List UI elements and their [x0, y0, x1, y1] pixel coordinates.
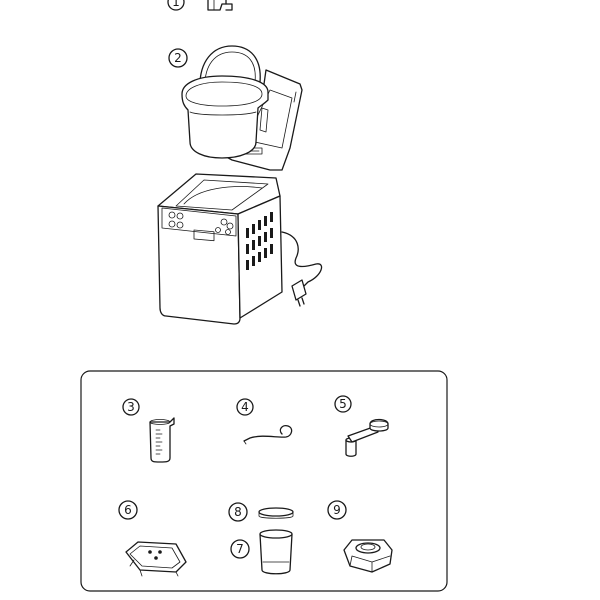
callout-4-circle [236, 398, 254, 416]
callout-6-circle [118, 500, 138, 520]
callout-1-number: 1 [172, 0, 180, 9]
control-button [220, 218, 228, 226]
callout-4-number: 4 [241, 400, 249, 414]
jar-lid-illustration [258, 507, 294, 519]
callout-3-circle [122, 398, 140, 416]
callout-2-circle [168, 48, 188, 68]
callout-5: 5 [334, 395, 352, 413]
callout-2: 2 [168, 48, 188, 68]
callout-3: 3 [122, 398, 140, 416]
callout-9: 9 [327, 500, 347, 520]
power-plug [291, 279, 307, 301]
kneading-blade-illustration [207, 0, 233, 11]
jar-illustration [259, 529, 293, 575]
callout-5-circle [334, 395, 352, 413]
holder-illustration [343, 539, 393, 573]
tray-illustration [125, 541, 187, 577]
callout-7: 7 [230, 539, 250, 559]
callout-7-number: 7 [236, 542, 244, 556]
control-button [168, 220, 176, 228]
callout-1: 1 [167, 0, 185, 11]
control-button [225, 229, 231, 235]
callout-6: 6 [118, 500, 138, 520]
control-button [176, 221, 184, 229]
accessories-box [80, 370, 448, 592]
callout-6-number: 6 [124, 503, 132, 517]
callout-7-circle [230, 539, 250, 559]
callout-4: 4 [236, 398, 254, 416]
callout-8-number: 8 [234, 505, 242, 519]
callout-2-number: 2 [174, 51, 182, 65]
hook-illustration [243, 424, 293, 445]
bread-machine-illustration [157, 45, 323, 325]
measuring-spoon-illustration [345, 418, 389, 457]
callout-3-number: 3 [127, 400, 135, 414]
callout-5-number: 5 [339, 397, 347, 411]
callout-8-circle [228, 502, 248, 522]
control-button [168, 211, 176, 219]
callout-1-circle [167, 0, 185, 11]
callout-9-number: 9 [333, 503, 341, 517]
callout-8: 8 [228, 502, 248, 522]
machine-body [157, 173, 323, 325]
bread-pan [181, 45, 269, 159]
control-display [193, 229, 215, 242]
side-vents [246, 212, 273, 270]
control-button [226, 222, 234, 230]
callout-9-circle [327, 500, 347, 520]
control-button [176, 212, 184, 220]
measuring-marks [155, 429, 163, 455]
measuring-cup-illustration [149, 417, 175, 463]
control-button [215, 227, 221, 233]
